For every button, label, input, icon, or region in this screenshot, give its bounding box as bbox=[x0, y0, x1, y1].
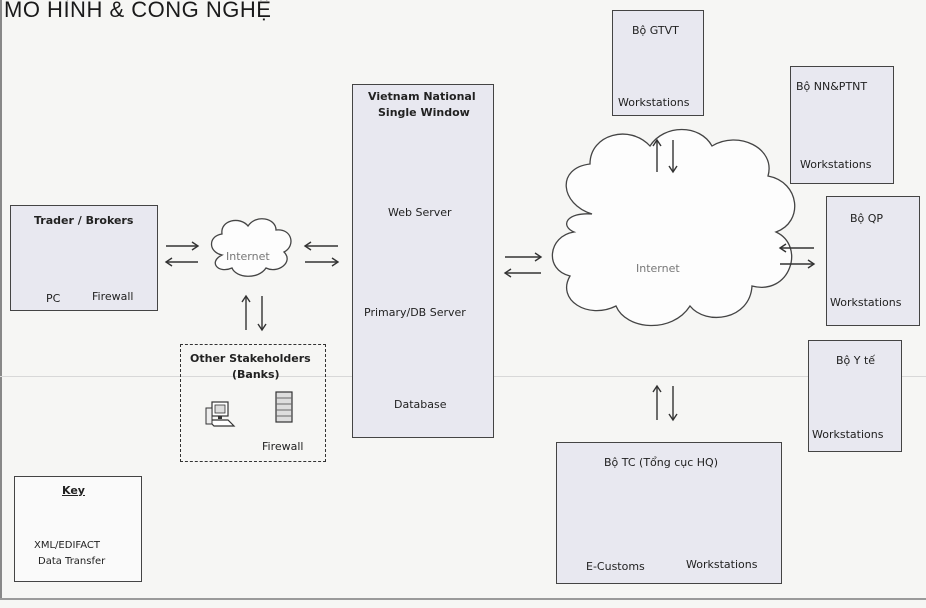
bo-yte-title: Bộ Y tế bbox=[836, 354, 876, 367]
database-label: Database bbox=[394, 398, 447, 411]
bo-qp-box bbox=[826, 196, 920, 326]
internet-cloud-small bbox=[210, 218, 292, 277]
bottom-divider bbox=[0, 598, 926, 600]
trader-brokers-box bbox=[10, 205, 158, 311]
bo-nnptnt-workstations: Workstations bbox=[800, 158, 872, 171]
trader-firewall-label: Firewall bbox=[92, 290, 134, 303]
stakeholders-firewall-label: Firewall bbox=[262, 440, 304, 453]
ecustoms-label: E-Customs bbox=[586, 560, 645, 573]
page-title: MÔ HÌNH & CÔNG NGHỆ bbox=[4, 0, 272, 22]
vnsw-title-2: Single Window bbox=[378, 106, 470, 119]
vnsw-box bbox=[352, 84, 494, 438]
internet-cloud-large bbox=[551, 128, 796, 327]
web-server-label: Web Server bbox=[388, 206, 452, 219]
stakeholders-sub: (Banks) bbox=[232, 368, 280, 381]
trader-pc-label: PC bbox=[46, 292, 61, 305]
bo-nnptnt-title: Bộ NN&PTNT bbox=[796, 80, 868, 93]
bo-tc-title: Bộ TC (Tổng cục HQ) bbox=[604, 456, 719, 469]
internet-large-label: Internet bbox=[636, 262, 680, 275]
bo-yte-workstations: Workstations bbox=[812, 428, 884, 441]
bo-gtvt-title: Bộ GTVT bbox=[632, 24, 679, 37]
key-line-2: Data Transfer bbox=[38, 556, 106, 567]
bo-gtvt-workstations: Workstations bbox=[618, 96, 690, 109]
internet-small-label: Internet bbox=[226, 250, 270, 263]
key-line-1: XML/EDIFACT bbox=[34, 540, 100, 551]
left-border-line bbox=[0, 0, 2, 600]
bo-gtvt-box bbox=[612, 10, 704, 116]
stakeholders-box bbox=[180, 344, 326, 462]
bo-qp-title: Bộ QP bbox=[850, 212, 884, 225]
trader-title: Trader / Brokers bbox=[34, 214, 134, 227]
bo-nnptnt-box bbox=[790, 66, 894, 184]
key-title: Key bbox=[62, 484, 85, 497]
vnsw-title-1: Vietnam National bbox=[368, 90, 476, 103]
bo-tc-box bbox=[556, 442, 782, 584]
bo-tc-workstations: Workstations bbox=[686, 558, 758, 571]
bo-yte-box bbox=[808, 340, 902, 452]
db-server-label: Primary/DB Server bbox=[364, 306, 466, 319]
key-box bbox=[14, 476, 142, 582]
bo-qp-workstations: Workstations bbox=[830, 296, 902, 309]
stakeholders-title: Other Stakeholders bbox=[190, 352, 311, 365]
